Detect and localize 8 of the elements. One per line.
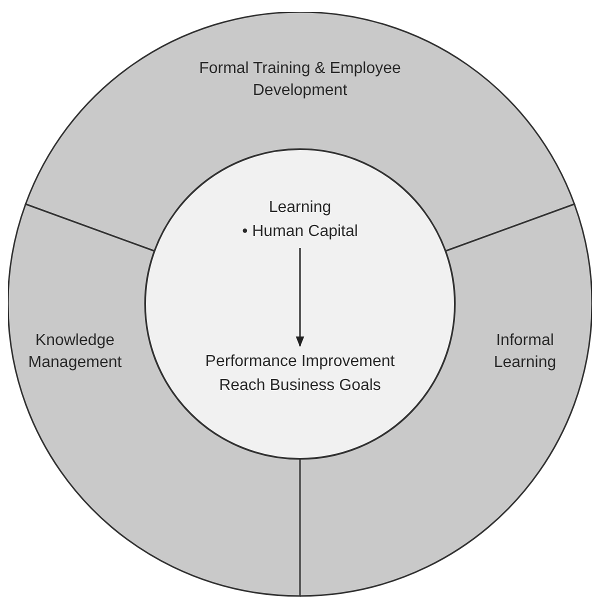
- segment-label: Knowledge Management: [27, 331, 123, 373]
- circle-label: Performance Improvement: [205, 352, 395, 372]
- segment-label: Formal Training & Employee Development: [198, 59, 402, 101]
- circle-label: • Human Capital: [242, 222, 358, 242]
- circle-label: Reach Business Goals: [219, 376, 381, 396]
- circle-label: Learning: [268, 198, 332, 218]
- segment-label: Informal Learning: [492, 331, 558, 373]
- arrow: [296, 248, 304, 348]
